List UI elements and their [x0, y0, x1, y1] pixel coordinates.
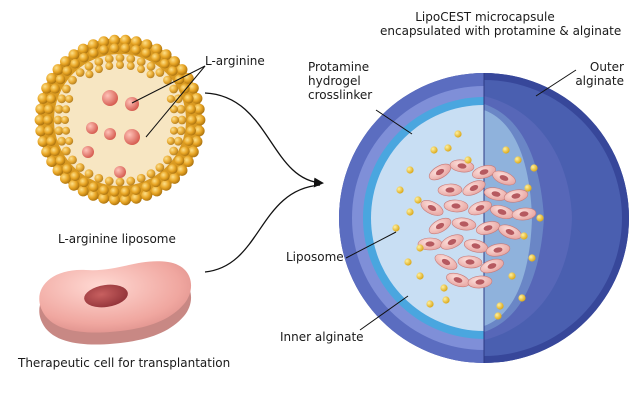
label-therapeutic-cell: Therapeutic cell for transplantation	[18, 356, 231, 370]
label-inner-alginate: Inner alginate	[280, 330, 364, 344]
label-outer-line2: alginate	[575, 74, 624, 88]
arrows	[204, 92, 324, 273]
label-protamine-crosslinker: Protamine hydrogel crosslinker	[308, 60, 372, 102]
therapeutic-cell	[39, 261, 192, 345]
label-protamine-line2: hydrogel	[308, 74, 361, 88]
label-outer-line1: Outer	[589, 60, 624, 74]
capsule-pointers	[345, 69, 577, 331]
lipocest-microcapsule	[339, 73, 629, 363]
liposome-dots	[392, 130, 544, 320]
label-protamine-line3: crosslinker	[308, 88, 373, 102]
label-outer-alginate: Outer alginate	[560, 60, 624, 88]
l-arginine-liposome	[34, 34, 206, 206]
label-capsule-title-line2: encapsulated with protamine & alginate	[380, 24, 622, 38]
l-arginine-pointers	[131, 65, 206, 138]
label-capsule-title-line1: LipoCEST microcapsule	[415, 10, 555, 24]
cell-cluster	[417, 159, 537, 289]
label-l-arginine-liposome: L-arginine liposome	[58, 232, 176, 246]
label-liposome: Liposome	[286, 250, 344, 264]
label-capsule-title: LipoCEST microcapsule encapsulated with …	[380, 10, 622, 38]
l-arginine-molecules	[82, 90, 140, 178]
label-protamine-line1: Protamine	[308, 60, 370, 74]
label-l-arginine: L-arginine	[205, 54, 265, 68]
